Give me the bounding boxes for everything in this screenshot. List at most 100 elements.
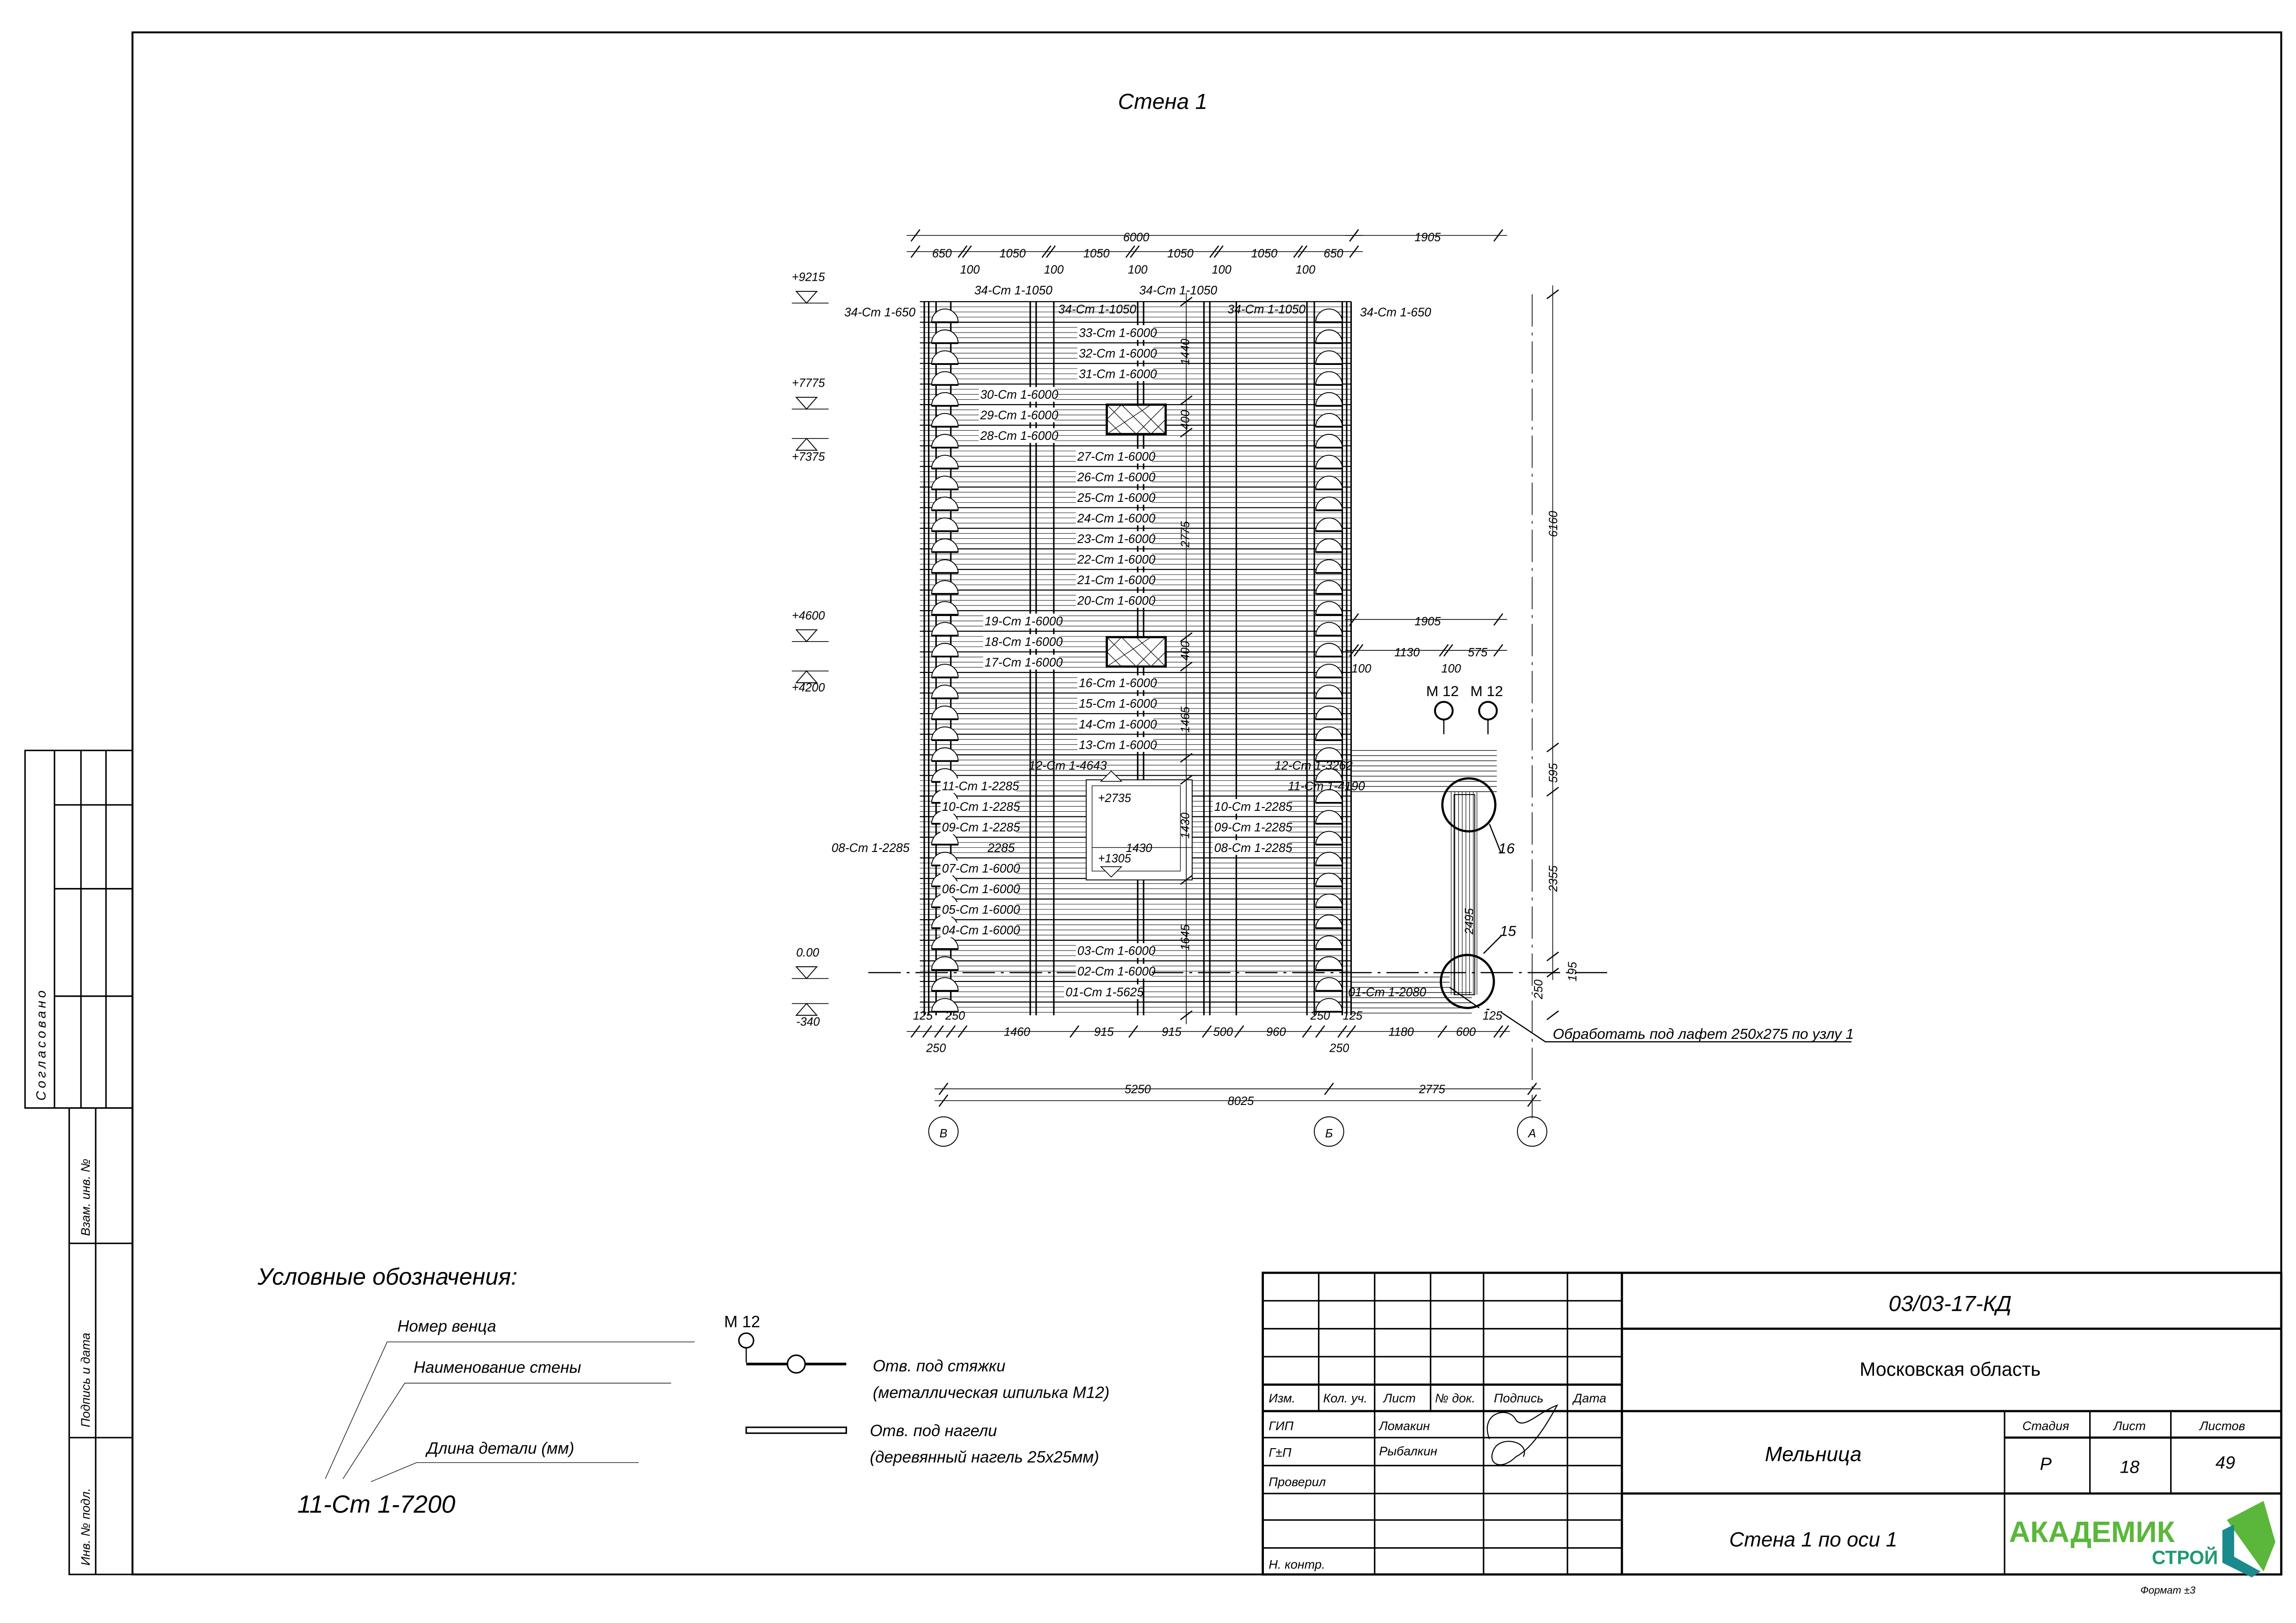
tb-name: Рыбалкин (1379, 1444, 1437, 1458)
row-label: 20-Ст 1-6000 (1077, 594, 1156, 608)
label-bg (978, 428, 1055, 443)
legend-dowel-text: Отв. под нагели (870, 1422, 997, 1440)
dim-tick (1180, 427, 1193, 438)
label-bg (940, 902, 1017, 917)
label-bg (1077, 346, 1153, 361)
label-bg (940, 861, 1017, 876)
dim-bottom: 915 (1162, 1026, 1182, 1039)
label-bg (1077, 716, 1153, 732)
sheet-label: Лист (2113, 1419, 2146, 1433)
row-label: 02-Ст 1-6000 (1077, 964, 1156, 978)
log-end-arc (931, 371, 959, 386)
log-end-arc (1315, 643, 1343, 657)
label-bg (1064, 984, 1140, 1000)
stamp-inv-orig: Инв. № подл. (79, 1488, 93, 1566)
tb-header: Дата (1572, 1391, 1606, 1405)
log-end-arc (1315, 559, 1343, 574)
axis-label: А (1527, 1127, 1536, 1140)
level-triangle-icon (795, 397, 818, 410)
label-bg (940, 799, 1017, 814)
legend-title: Условные обозначения: (257, 1263, 518, 1290)
legend-bolt-text: Отв. под стяжки (873, 1357, 1006, 1375)
label-bg (1076, 469, 1152, 484)
dim-bottom: 250 (1329, 1042, 1349, 1055)
log-end-arc (931, 622, 959, 636)
dim-tick (1527, 1094, 1537, 1107)
row-label: 06-Ст 1-6000 (942, 882, 1020, 896)
dim-tick (1234, 1025, 1244, 1038)
dim-bottom: 960 (1266, 1026, 1286, 1039)
dim-tick (1437, 1025, 1448, 1038)
dim-ext: 1905 (1415, 615, 1441, 628)
dim-tick (1302, 1025, 1312, 1038)
row-label: 34-Ст 1-1050 (1227, 302, 1306, 316)
row-label: 30-Ст 1-6000 (980, 388, 1058, 401)
log-end-arc (931, 705, 959, 720)
row-label: 01-Ст 1-2080 (1348, 985, 1426, 999)
log-end-arc (1315, 413, 1343, 427)
dim-tick (1202, 1025, 1212, 1038)
dim-tick (1128, 1025, 1139, 1038)
log-end-arc (931, 475, 959, 490)
dim-tick (958, 245, 968, 258)
level-triangle-icon (795, 290, 818, 304)
row-label: 2285 (987, 841, 1015, 855)
log-end-arc (1315, 768, 1343, 783)
dim-tick (1130, 245, 1140, 258)
label-bg (1076, 572, 1152, 587)
sheets-value: 49 (2216, 1453, 2235, 1473)
label-bg (940, 881, 1017, 896)
dim-tick (938, 1082, 948, 1095)
label-bg (1076, 531, 1152, 546)
row-label: 24-Ст 1-6000 (1077, 511, 1156, 525)
level-mark: +7775 (792, 377, 825, 390)
row-label: 34-Ст 1-1050 (1058, 302, 1136, 316)
row-label: 34-Ст 1-1050 (1139, 283, 1217, 297)
log-end-arc (931, 559, 959, 574)
post (1454, 794, 1475, 995)
row-label: 08-Ст 1-2285 (831, 841, 910, 855)
dim-axis: 5250 (1125, 1083, 1151, 1096)
dim-right-top: 1905 (1415, 231, 1441, 244)
row-label: 09-Ст 1-2285 (1214, 820, 1293, 834)
axis-marker-b (1314, 1116, 1344, 1147)
log-end-arc (1315, 852, 1343, 866)
dim-tick (1293, 245, 1303, 258)
level-triangle-icon (795, 966, 818, 980)
level-triangle-icon (795, 629, 818, 642)
dim-gap: 100 (960, 264, 979, 277)
label-bg (940, 922, 1017, 938)
dim-seg: 1050 (1083, 247, 1110, 260)
door-bottom-level: +1305 (1098, 852, 1131, 865)
tb-role: Н. контр. (1269, 1557, 1325, 1571)
row-label: 18-Ст 1-6000 (984, 635, 1063, 649)
dim-vertical: 1645 (1179, 924, 1192, 950)
sheet-value: 18 (2120, 1457, 2139, 1477)
level-mark: +4200 (792, 681, 825, 694)
dim-tick (1324, 1082, 1334, 1095)
svg-text:СТРОЙ: СТРОЙ (2152, 1547, 2218, 1568)
row-label: 27-Ст 1-6000 (1077, 450, 1156, 463)
dim-bottom: 915 (1094, 1026, 1114, 1039)
legend-bolt-label: M 12 (724, 1313, 760, 1331)
legend-example: 11-Ст 1-7200 (297, 1490, 456, 1518)
label-bg (940, 778, 1017, 793)
dimension-lines (792, 229, 1559, 1107)
log-end-arc (1315, 810, 1343, 824)
log-end-arc (1315, 496, 1343, 511)
callout-circle-16 (1441, 777, 1497, 833)
row-label: 34-Ст 1-1050 (974, 283, 1052, 297)
row-label: 12-Ст 1-4643 (1029, 759, 1107, 772)
company-logo: АКАДЕМИК СТРОЙ (2009, 1500, 2276, 1578)
label-bg (1077, 325, 1153, 340)
dim-seg: 650 (1324, 247, 1343, 260)
dim-ext: 100 (1442, 662, 1461, 675)
wall-extension (1434, 701, 1502, 1010)
door-width: 1430 (1126, 842, 1152, 855)
title-block: 03/03-17-КД Московская область Изм. Кол.… (1262, 1271, 2283, 1596)
log-end-arc (931, 329, 959, 344)
dim-tick (910, 1025, 921, 1038)
document-code: 03/03-17-КД (1888, 1292, 2011, 1316)
label-bg (1076, 490, 1152, 505)
dim-tick (962, 245, 972, 258)
